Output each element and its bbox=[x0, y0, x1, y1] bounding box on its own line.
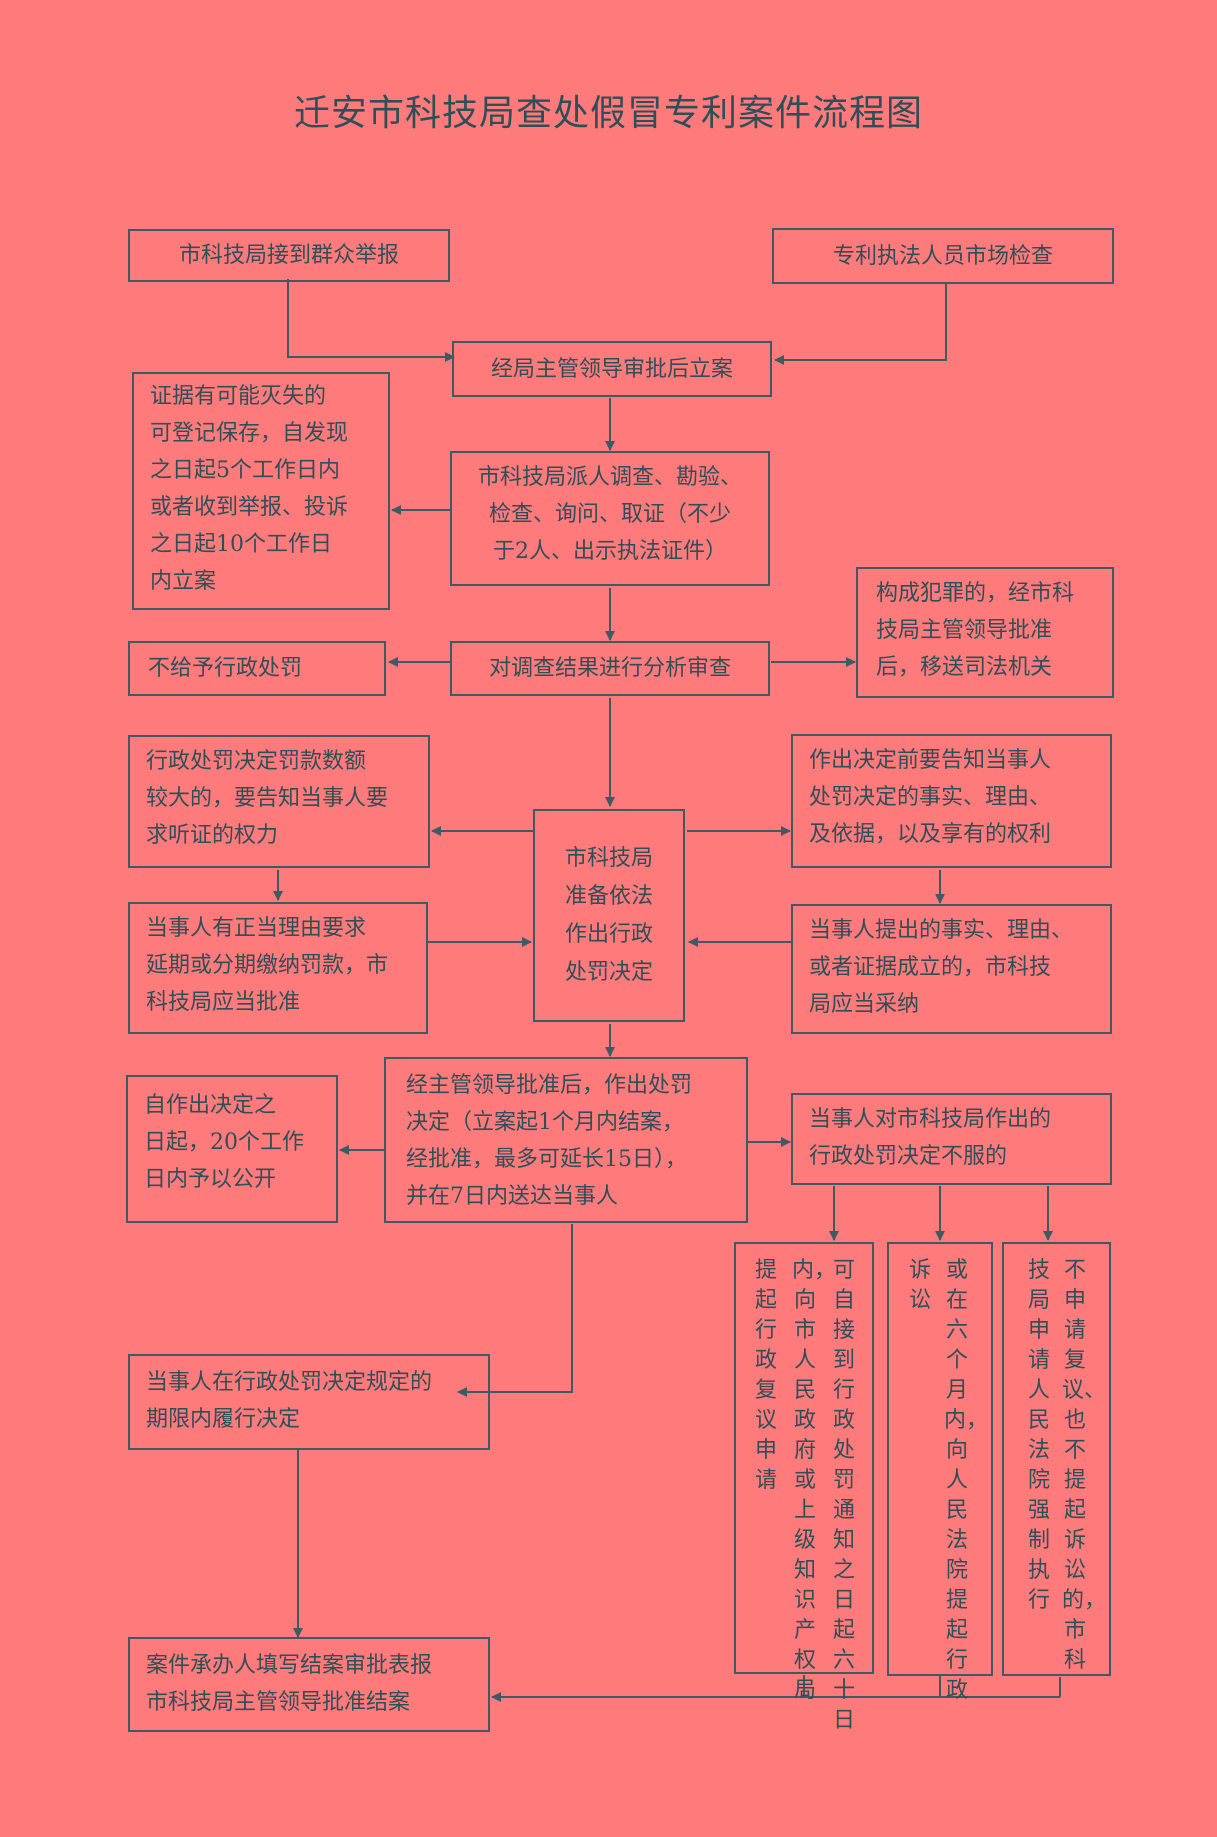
adopt-facts-box: 当事人提出的事实、理由、 或者证据成立的，市科技 局应当采纳 bbox=[791, 904, 1112, 1034]
litigation-col-1: 或在六个月内，向人民法院提起行政 bbox=[944, 1258, 989, 1703]
analysis-box: 对调查结果进行分析审查 bbox=[450, 641, 770, 696]
report-box: 市科技局接到群众举报 bbox=[128, 229, 450, 282]
approval-filing-box: 经局主管领导审批后立案 bbox=[452, 341, 772, 397]
evidence-preservation-box: 证据有可能灭失的 可登记保存，自发现 之日起5个工作日内 或者收到举报、投诉 之… bbox=[132, 372, 390, 610]
deferred-payment-box: 当事人有正当理由要求 延期或分期缴纳罚款，市 科技局应当批准 bbox=[128, 902, 428, 1034]
arrow-issue-to-perform bbox=[457, 1224, 573, 1397]
litigation-col-2: 诉讼 bbox=[908, 1258, 931, 1313]
crime-transfer-box: 构成犯罪的，经市科 技局主管领导批准 后，移送司法机关 bbox=[856, 567, 1114, 698]
publicize-box: 自作出决定之 日起，20个工作 日内予以公开 bbox=[126, 1075, 338, 1223]
inspection-box: 专利执法人员市场检查 bbox=[772, 228, 1114, 284]
arrow-report-to-approval bbox=[287, 279, 455, 362]
page-title: 迁安市科技局查处假冒专利案件流程图 bbox=[293, 93, 923, 134]
arrow-inspection-to-approval bbox=[774, 283, 947, 365]
enforcement-col-1: 不申请复议、也不提起诉讼的，市科 bbox=[1062, 1258, 1107, 1673]
reconsideration-col-2: 内，向市人民政府或上级知识产权局 bbox=[792, 1258, 837, 1703]
hearing-right-box: 行政处罚决定罚款数额 较大的，要告知当事人要 求听证的权力 bbox=[128, 735, 430, 868]
reconsideration-col-3: 提起行政复议申请 bbox=[754, 1258, 777, 1493]
perform-decision-box: 当事人在行政处罚决定规定的 期限内履行决定 bbox=[128, 1354, 490, 1450]
reconsideration-col-1: 可自接到行政处罚通知之日起六十日 bbox=[832, 1258, 855, 1733]
no-penalty-box: 不给予行政处罚 bbox=[128, 641, 386, 696]
inform-party-box: 作出决定前要告知当事人 处罚决定的事实、理由、 及依据，以及享有的权利 bbox=[791, 734, 1112, 868]
enforcement-box: 不申请复议、也不提起诉讼的，市科 技局申请人民法院强制执行 bbox=[1002, 1242, 1111, 1676]
issue-decision-box: 经主管领导批准后，作出处罚 决定（立案起1个月内结案， 经批准，最多可延长15日… bbox=[384, 1057, 748, 1223]
litigation-box: 或在六个月内，向人民法院提起行政 诉讼 bbox=[887, 1242, 993, 1703]
close-case-box: 案件承办人填写结案审批表报 市科技局主管领导批准结案 bbox=[128, 1637, 490, 1732]
reconsideration-box: 可自接到行政处罚通知之日起六十日 内，向市人民政府或上级知识产权局 提起行政复议… bbox=[734, 1242, 874, 1733]
party-disagrees-box: 当事人对市科技局作出的 行政处罚决定不服的 bbox=[791, 1093, 1112, 1185]
investigation-box: 市科技局派人调查、勘验、 检查、询问、取证（不少 于2人、出示执法证件） bbox=[450, 451, 770, 586]
enforcement-col-2: 技局申请人民法院强制执行 bbox=[1027, 1258, 1050, 1613]
prepare-decision-box: 市科技局 准备依法 作出行政 处罚决定 bbox=[533, 809, 685, 1022]
